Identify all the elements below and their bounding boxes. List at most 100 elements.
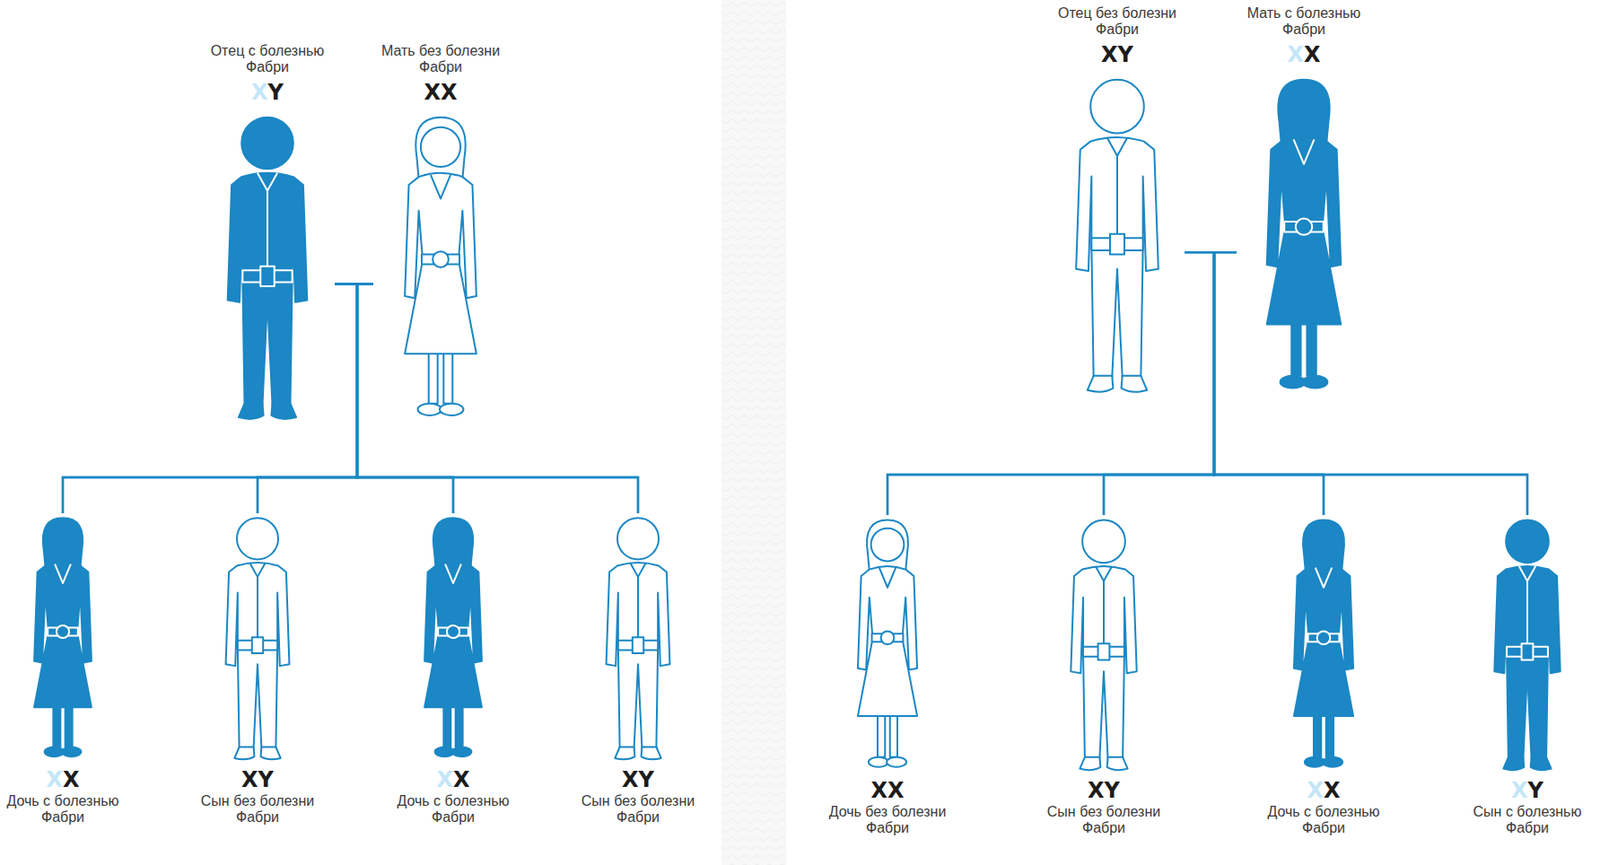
figure-shoe	[271, 403, 297, 420]
person-figure: XYСын без болезни Фабри	[1041, 515, 1166, 837]
figure-shoe	[234, 747, 254, 761]
figure-group	[1070, 520, 1137, 771]
person-figure: Отец без болезни ФабриXY	[1049, 5, 1185, 399]
figure-shirt	[226, 562, 290, 666]
figure-shoe	[641, 747, 662, 761]
figure-shoe	[1304, 757, 1325, 768]
male-figure	[1465, 515, 1590, 776]
figure-dress	[857, 566, 918, 717]
figure-collar	[257, 173, 278, 269]
figure-shirt	[227, 173, 308, 303]
figure-leg	[52, 704, 61, 748]
figure-trousers	[1091, 245, 1143, 378]
figure-buckle	[432, 251, 449, 268]
figure-head	[1505, 520, 1549, 564]
female-figure	[825, 515, 950, 776]
figure-shoe	[44, 747, 64, 758]
genotype: XY	[1465, 777, 1590, 805]
figure-hair	[43, 517, 83, 568]
figure-hair	[433, 517, 473, 568]
figure-group	[1494, 520, 1560, 771]
figure-head	[1090, 79, 1145, 134]
figure-shoe	[1107, 757, 1128, 770]
family-connector	[62, 284, 358, 515]
figure-shoe	[1503, 757, 1524, 770]
figure-hair	[1277, 79, 1329, 144]
figure-head	[236, 517, 279, 560]
figure-dress	[34, 562, 92, 708]
genotype: XY	[1041, 777, 1166, 805]
figure-leg	[1291, 320, 1301, 376]
figure-hair	[415, 117, 465, 180]
person-label: Мать с болезнью Фабри	[1236, 5, 1372, 38]
family-connector	[887, 252, 1237, 516]
figure-head	[1307, 528, 1341, 562]
figure-shoe	[1121, 375, 1148, 393]
figure-trousers	[1083, 653, 1125, 759]
figure-group	[404, 117, 477, 416]
figure-dress	[404, 173, 477, 355]
figure-group	[1293, 520, 1354, 768]
person-figure: Мать с болезнью ФабриXX	[1236, 5, 1372, 399]
genotype: XX	[391, 766, 516, 794]
figure-trousers	[237, 646, 278, 749]
figure-head	[46, 525, 79, 558]
figure-trousers	[618, 646, 658, 749]
male-figure	[576, 513, 700, 765]
genotype: XX	[1236, 41, 1372, 69]
figure-leg	[428, 349, 438, 404]
genotype: XX	[825, 777, 950, 805]
figure-buckle	[56, 625, 70, 639]
figure-hair	[1302, 520, 1345, 572]
figure-dress	[424, 562, 482, 708]
genotype: XY	[195, 766, 320, 794]
female-figure	[0, 513, 125, 765]
figure-trousers	[242, 278, 292, 406]
genotype: XX	[0, 766, 125, 794]
figure-shoe	[614, 747, 635, 761]
person-label: Мать без болезни Фабри	[373, 43, 508, 76]
family-connector	[357, 284, 639, 515]
figure-buckle	[446, 625, 460, 639]
figure-collar	[249, 562, 266, 639]
figure-neckline	[54, 564, 71, 584]
figure-shoe	[452, 747, 472, 758]
figure-neckline	[1315, 568, 1332, 588]
figure-neckline	[1293, 139, 1315, 164]
family-connector	[1184, 252, 1528, 516]
figure-buckle	[1295, 218, 1312, 236]
figure-dress	[1293, 566, 1354, 717]
male-figure	[200, 111, 335, 426]
person-label: Отец с болезнью Фабри	[200, 43, 335, 76]
genotype: XX	[1261, 777, 1386, 805]
figure-shoe	[1302, 375, 1328, 389]
male-figure	[1049, 73, 1185, 399]
figure-head	[241, 117, 294, 170]
figure-collar	[1095, 566, 1112, 646]
figure-leg	[1326, 712, 1334, 758]
figure-buckle	[252, 637, 263, 654]
figure-leg	[1313, 712, 1321, 758]
figure-buckle	[1098, 643, 1111, 660]
family-connector	[62, 284, 374, 515]
figure-shoe	[238, 403, 264, 420]
person-label: Отец без болезни Фабри	[1049, 5, 1185, 38]
separator-band	[721, 0, 787, 865]
separator-texture	[721, 0, 787, 865]
person-label: Дочь с болезнью Фабри	[1261, 804, 1386, 837]
figure-leg	[890, 712, 898, 758]
figure-shoe	[1530, 757, 1552, 770]
person-label: Дочь с болезнью Фабри	[391, 793, 516, 826]
figure-buckle	[1521, 643, 1534, 660]
female-figure	[1261, 515, 1386, 776]
figure-shoe	[439, 403, 464, 416]
figure-shoe	[886, 757, 907, 768]
figure-buckle	[881, 630, 895, 645]
figure-shirt	[1070, 566, 1137, 674]
figure-neckline	[445, 564, 462, 584]
person-figure: XXДочь с болезнью Фабри	[1261, 515, 1386, 837]
figure-head	[1283, 89, 1325, 132]
person-label: Сын с болезнью Фабри	[1465, 804, 1590, 837]
figure-shirt	[606, 562, 671, 666]
